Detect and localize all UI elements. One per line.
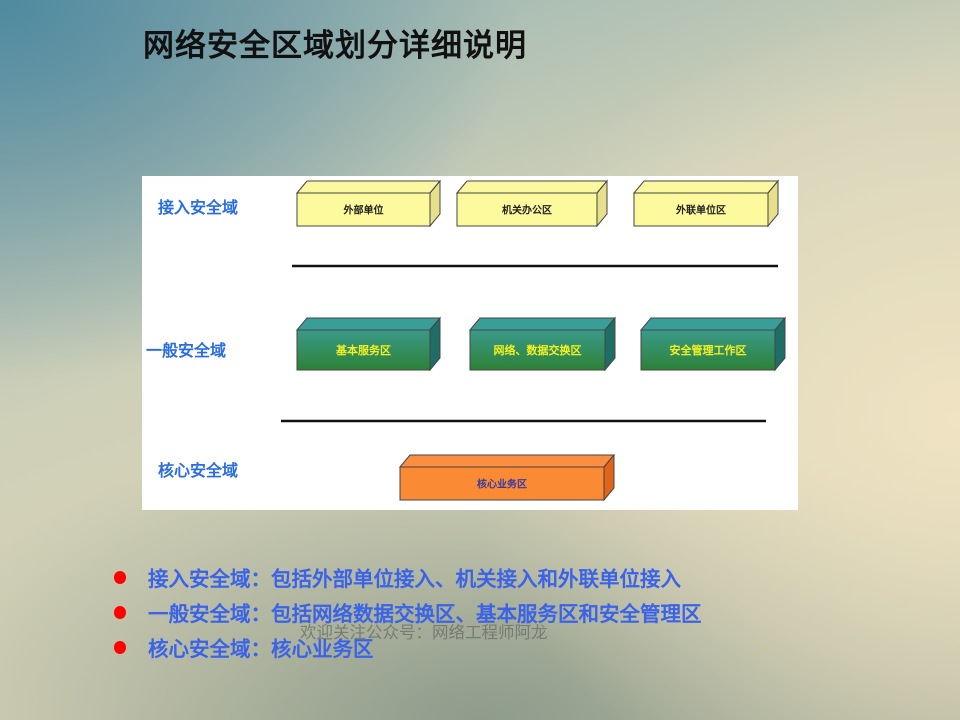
- zone-label: 机关办公区: [502, 204, 552, 217]
- zone-label: 外联单位区: [675, 204, 726, 217]
- domain-label-access: 接入安全域: [158, 198, 239, 217]
- bullet-dot-icon: [114, 571, 126, 584]
- zone-label: 核心业务区: [477, 478, 527, 491]
- security-zone-diagram: 外部单位机关办公区外联单位区基本服务区网络、数据交换区安全管理工作区核心业务区 …: [142, 176, 798, 510]
- bullet-text: 核心安全域：核心业务区: [148, 637, 374, 661]
- bullet-dot-icon: [114, 606, 126, 619]
- zone-box: [639, 316, 787, 372]
- slide-title: 网络安全区域划分详细说明: [143, 28, 527, 64]
- zone-label: 基本服务区: [335, 343, 391, 357]
- zone-box: [632, 179, 780, 228]
- bullet-text: 一般安全域：包括网络数据交换区、基本服务区和安全管理区: [148, 602, 702, 626]
- zone-box: [398, 453, 616, 502]
- zone-box: [295, 179, 442, 228]
- domain-label-general: 一般安全域: [146, 341, 227, 360]
- zone-label: 网络、数据交换区: [494, 343, 582, 357]
- zone-box: [455, 179, 609, 228]
- zone-box: [295, 316, 442, 372]
- domain-label-core: 核心安全域: [158, 461, 239, 480]
- bullet-dot-icon: [114, 641, 126, 654]
- watermark: 欢迎关注公众号：网络工程师阿龙: [300, 623, 548, 642]
- bullet-text: 接入安全域：包括外部单位接入、机关接入和外联单位接入: [148, 567, 681, 591]
- zone-box: [468, 316, 617, 372]
- zone-label: 安全管理工作区: [670, 343, 747, 357]
- zone-label: 外部单位: [343, 204, 384, 217]
